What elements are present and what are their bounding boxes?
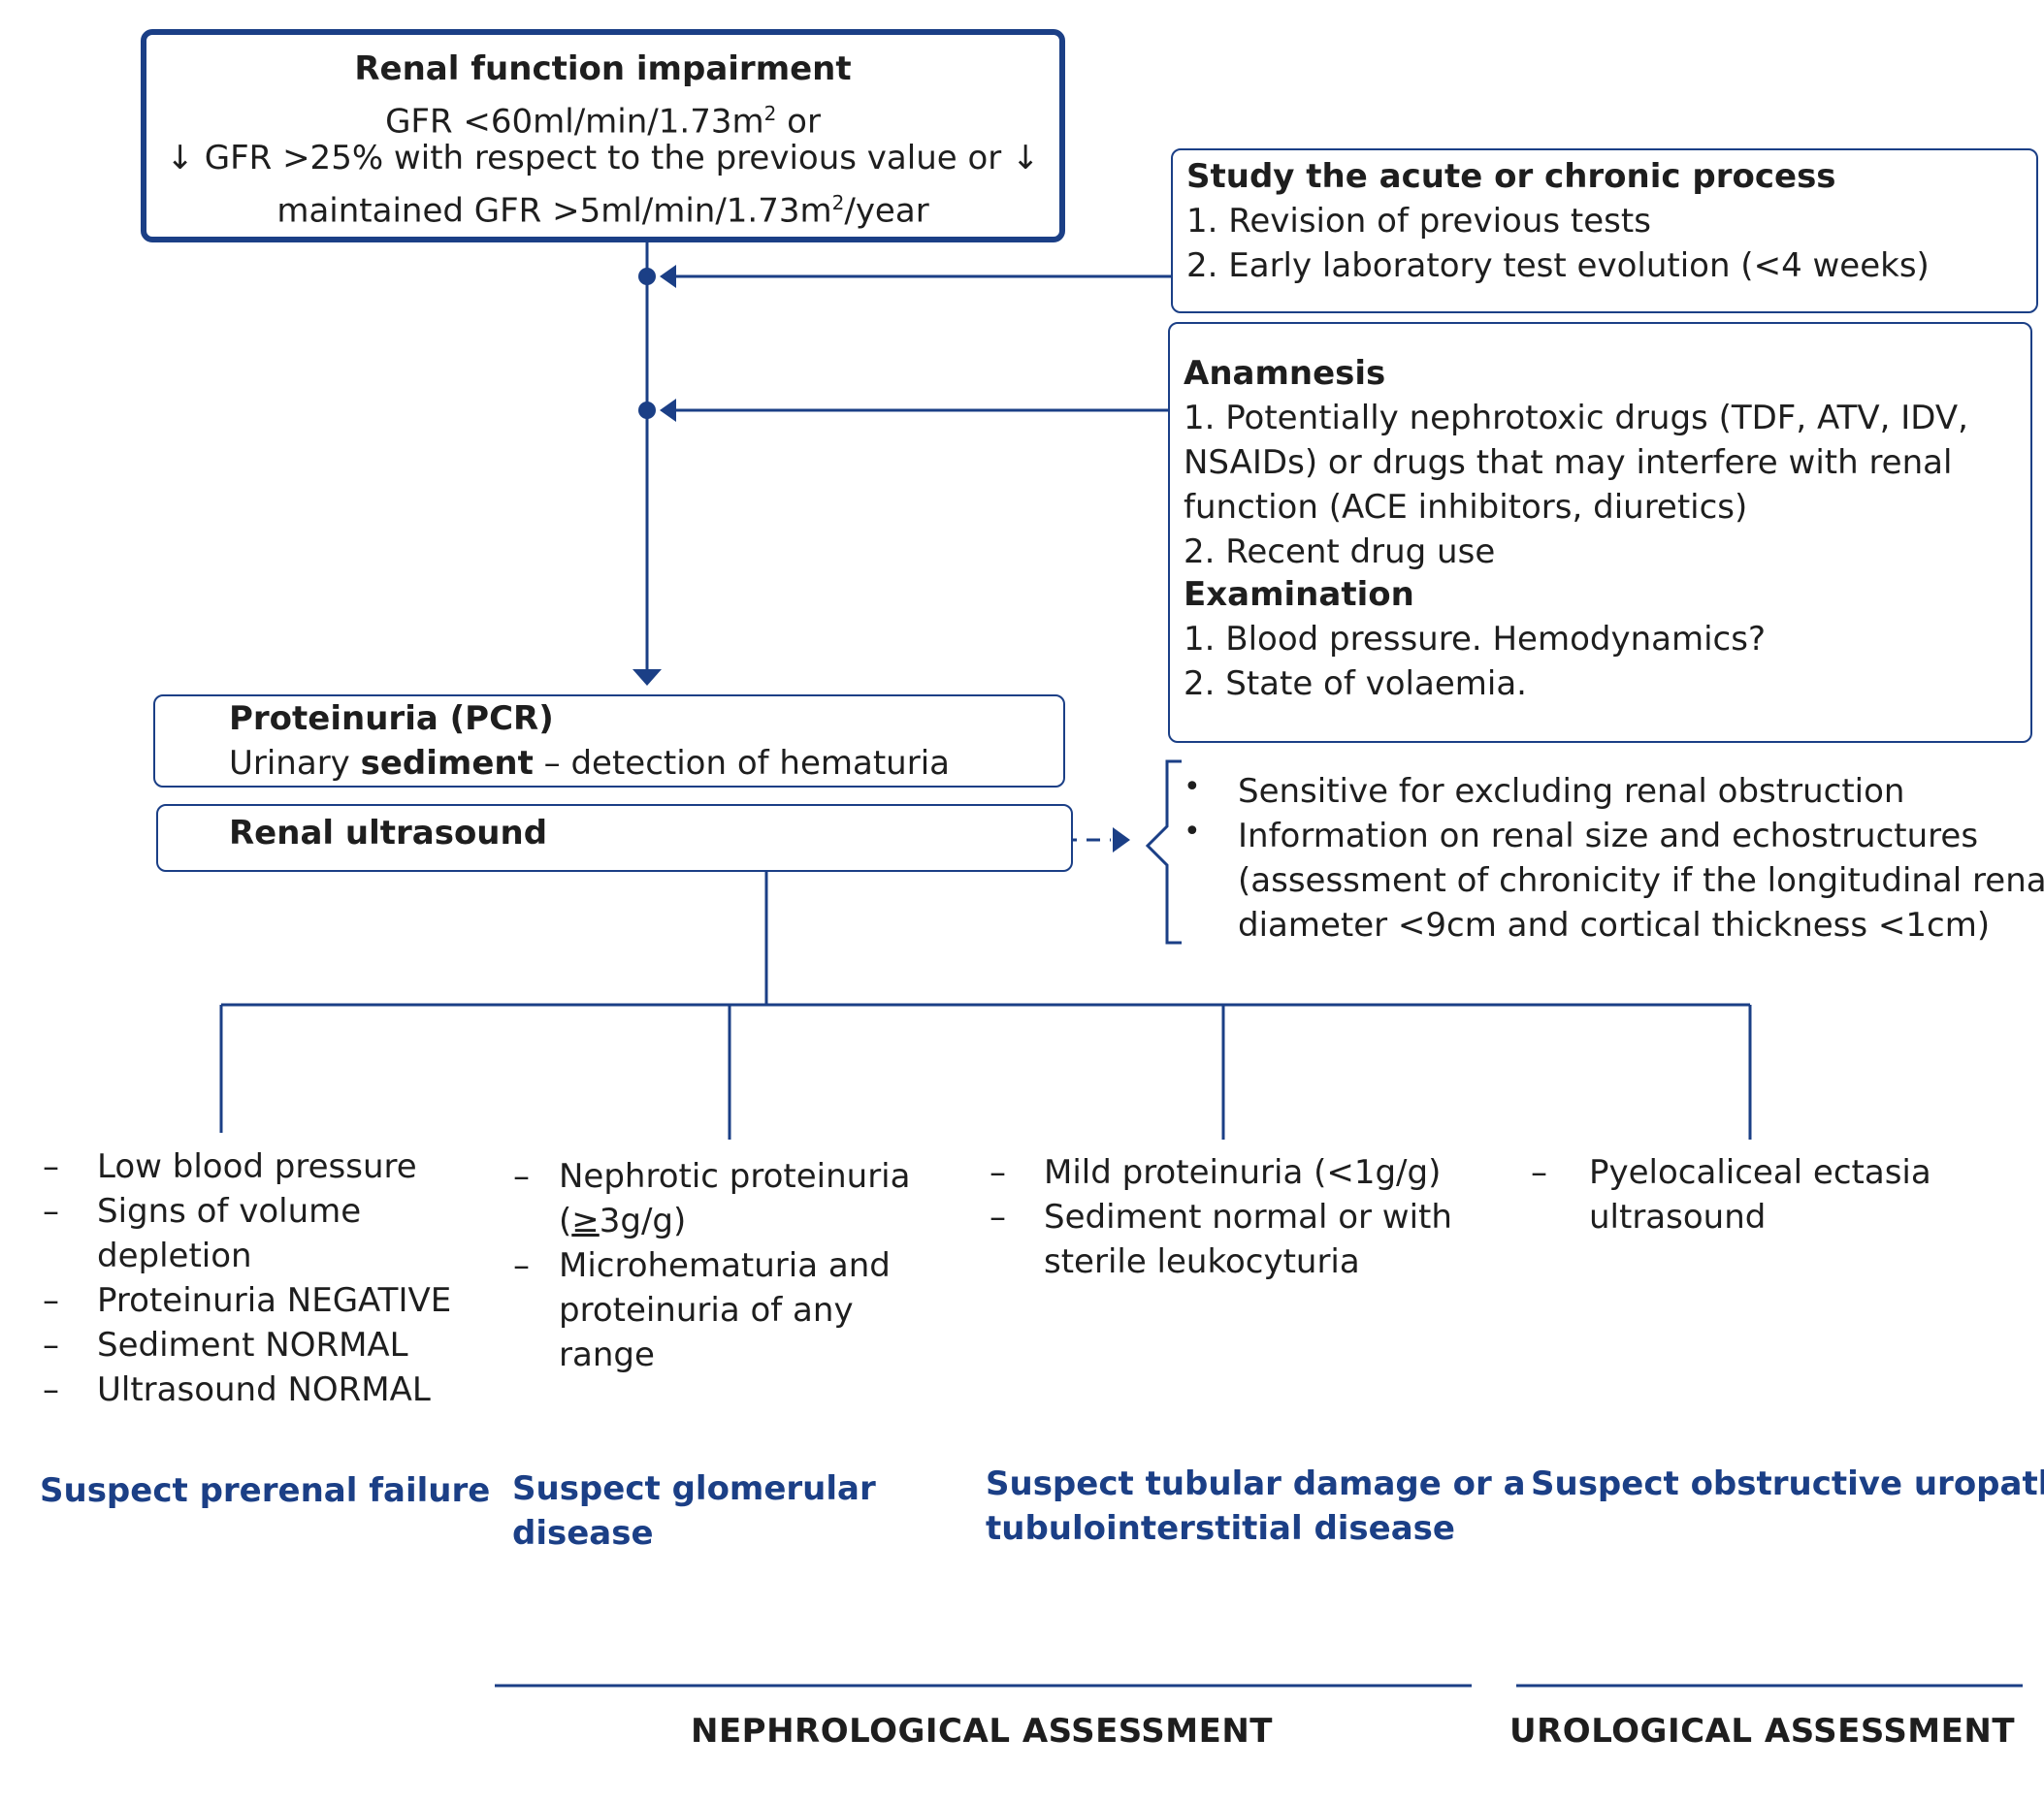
anamnesis-arrowhead (660, 399, 676, 422)
conclusion-prerenal: Suspect prerenal failure (40, 1471, 491, 1510)
conclusion-tubular: Suspect tubular damage or a (986, 1464, 1526, 1503)
study-arrowhead (660, 265, 676, 288)
study-process-box: Study the acute or chronic process 1. Re… (1171, 148, 2038, 313)
note-item-2-line: Information on renal size and echostruct… (1238, 817, 1979, 855)
examination-title: Examination (1184, 575, 1414, 614)
dash: – (43, 1370, 59, 1409)
renal-impairment-box: Renal function impairment GFR <60ml/min/… (141, 29, 1065, 242)
col1-item: Sediment NORMAL (97, 1326, 408, 1365)
col1-item: Low blood pressure (97, 1147, 417, 1186)
note-item-2-line: (assessment of chronicity if the longitu… (1238, 861, 2044, 900)
notes-bracket (1145, 759, 1182, 945)
gfr-line-3: maintained GFR >5ml/min/1.73m2/year (276, 191, 929, 231)
urological-assessment-label: UROLOGICAL ASSESSMENT (1509, 1712, 2016, 1751)
conclusion-obstructive: Suspect obstructive uropathy (1531, 1464, 2044, 1503)
col2-item-cont: proteinuria of any (559, 1291, 854, 1330)
main-arrowhead (633, 669, 662, 686)
study-item-1: 1. Revision of previous tests (1186, 202, 1651, 241)
dash: – (990, 1153, 1006, 1192)
col3-item-cont: sterile leukocyturia (1044, 1242, 1360, 1281)
study-title: Study the acute or chronic process (1186, 157, 1836, 196)
anamnesis-line: NSAIDs) or drugs that may interfere with… (1184, 443, 1953, 482)
note-item-2-line: diameter <9cm and cortical thickness <1c… (1238, 906, 1991, 945)
anamnesis-box: Anamnesis 1. Potentially nephrotoxic dru… (1168, 322, 2032, 743)
ultrasound-arrowhead (1113, 827, 1130, 853)
gfr-line-1: GFR <60ml/min/1.73m2 or (385, 102, 821, 142)
col1-item-cont: depletion (97, 1237, 252, 1275)
proteinuria-title: Proteinuria (PCR) (229, 699, 554, 738)
proteinuria-box: Proteinuria (PCR) Urinary sediment – det… (153, 694, 1065, 788)
dash: – (1531, 1153, 1547, 1192)
renal-impairment-title: Renal function impairment (354, 49, 852, 88)
sediment-line: Urinary sediment – detection of hematuri… (229, 744, 950, 783)
junction-dot-1 (638, 268, 656, 285)
junction-dot-2 (638, 402, 656, 419)
col2-item-cont: range (559, 1335, 655, 1374)
dash: – (990, 1198, 1006, 1237)
col4-item-cont: ultrasound (1589, 1198, 1767, 1237)
col3-item: Sediment normal or with (1044, 1198, 1452, 1237)
conclusion-glomerular: Suspect glomerular (512, 1469, 876, 1508)
col1-item: Signs of volume (97, 1192, 362, 1231)
study-item-2: 2. Early laboratory test evolution (<4 w… (1186, 246, 1930, 285)
renal-ultrasound-title: Renal ultrasound (229, 814, 548, 853)
col2-item: Nephrotic proteinuria (559, 1157, 911, 1196)
examination-line: 2. State of volaemia. (1184, 664, 1527, 703)
note-item-1: Sensitive for excluding renal obstructio… (1238, 772, 1905, 811)
dash: – (513, 1246, 530, 1285)
nephrological-assessment-label: NEPHROLOGICAL ASSESSMENT (691, 1712, 1273, 1751)
anamnesis-line: 2. Recent drug use (1184, 532, 1496, 571)
col2-item-cont: (≥3g/g) (559, 1202, 687, 1240)
bullet: • (1184, 815, 1201, 849)
dash: – (513, 1157, 530, 1196)
dash: – (43, 1147, 59, 1186)
col1-item: Ultrasound NORMAL (97, 1370, 431, 1409)
col2-item: Microhematuria and (559, 1246, 891, 1285)
dash: – (43, 1281, 59, 1320)
bullet: • (1184, 770, 1201, 804)
col3-item: Mild proteinuria (<1g/g) (1044, 1153, 1442, 1192)
conclusion-glomerular-cont: disease (512, 1514, 654, 1553)
anamnesis-line: function (ACE inhibitors, diuretics) (1184, 488, 1748, 527)
examination-line: 1. Blood pressure. Hemodynamics? (1184, 620, 1766, 659)
anamnesis-title: Anamnesis (1184, 354, 1386, 393)
gfr-line-2: ↓ GFR >25% with respect to the previous … (166, 139, 1040, 177)
dash: – (43, 1326, 59, 1365)
anamnesis-line: 1. Potentially nephrotoxic drugs (TDF, A… (1184, 399, 1968, 437)
conclusion-tubular-cont: tubulointerstitial disease (986, 1509, 1455, 1548)
renal-ultrasound-box: Renal ultrasound (156, 804, 1073, 872)
col1-item: Proteinuria NEGATIVE (97, 1281, 452, 1320)
dash: – (43, 1192, 59, 1231)
col4-item: Pyelocaliceal ectasia (1589, 1153, 1931, 1192)
